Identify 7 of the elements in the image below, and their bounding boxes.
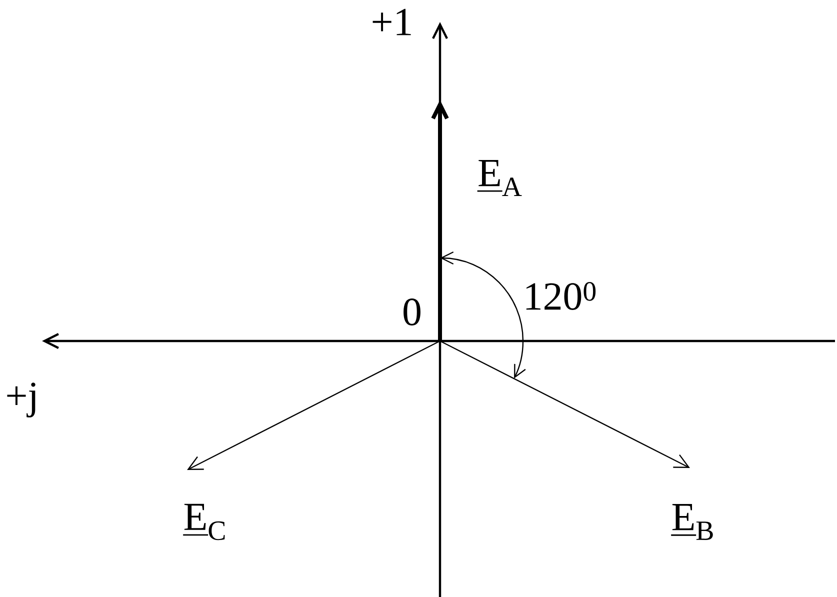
axis-label: +1 <box>372 8 411 36</box>
vector-label: E$_{C}$ <box>183 504 225 540</box>
vector-label: 120$^{0}$ <box>526 282 596 310</box>
axis-label: +j <box>7 382 36 418</box>
vector-label: E$_{A}$ <box>477 160 522 196</box>
vector-label: E$_{B}$ <box>671 504 713 540</box>
vector-label: 0 <box>404 298 420 326</box>
